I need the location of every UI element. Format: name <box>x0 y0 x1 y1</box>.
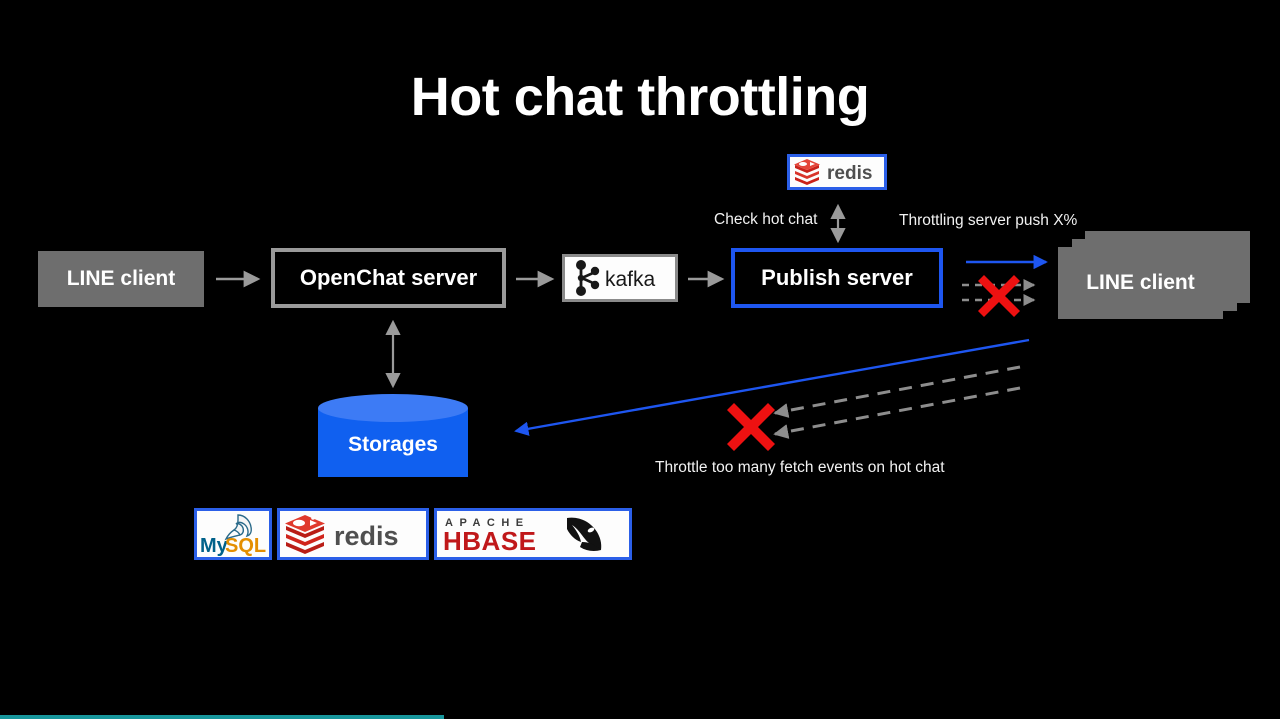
cylinder-top-ellipse <box>318 394 468 422</box>
orca-icon <box>567 517 602 551</box>
dolphin-icon <box>224 514 252 541</box>
presentation-progress-fill <box>0 715 444 719</box>
connector-fetch-dashed-1 <box>773 365 1021 418</box>
redis-icon: redis <box>285 515 399 554</box>
node-storages[interactable]: Storages <box>318 394 468 477</box>
redis-logo-bottom: redis <box>277 508 429 560</box>
svg-text:redis: redis <box>827 163 872 184</box>
connector-fetch-dashed-2 <box>773 386 1021 439</box>
page-title: Hot chat throttling <box>410 67 870 127</box>
hbase-icon: APACHE HBASE <box>443 517 602 556</box>
hbase-text-main: HBASE <box>443 526 537 556</box>
caption-throttle-fetch-events: Throttle too many fetch events on hot ch… <box>655 459 945 476</box>
redis-icon: redis <box>794 159 872 185</box>
kafka-icon: kafka <box>576 260 656 296</box>
connector-fetch-blue-diagonal <box>514 338 1030 436</box>
block-push-x-icon <box>978 275 1020 317</box>
hbase-text-apache: APACHE <box>445 517 530 529</box>
stack-sheet-front <box>1058 247 1223 319</box>
node-line-client-right[interactable]: LINE client <box>1058 231 1258 323</box>
mysql-logo: My SQL <box>194 508 272 560</box>
block-fetch-x-icon <box>727 403 775 451</box>
node-label: Storages <box>348 433 438 456</box>
kafka-logo: kafka <box>562 254 678 302</box>
redis-logo-top: redis <box>787 154 887 190</box>
caption-check-hot-chat: Check hot chat <box>714 211 818 228</box>
node-label: OpenChat server <box>299 265 478 290</box>
node-label: Publish server <box>761 265 913 290</box>
node-label: LINE client <box>1086 271 1195 294</box>
svg-text:kafka: kafka <box>605 268 656 291</box>
node-line-client-left[interactable]: LINE client <box>38 251 204 307</box>
mysql-icon: My SQL <box>200 514 266 557</box>
mysql-text-my: My <box>200 535 229 557</box>
mysql-text-sql: SQL <box>225 535 266 557</box>
svg-text:redis: redis <box>334 521 399 551</box>
presentation-progress-track[interactable] <box>0 715 1280 719</box>
caption-throttling-server-push: Throttling server push X% <box>899 212 1078 229</box>
apache-hbase-logo: APACHE HBASE <box>434 508 632 560</box>
node-publish-server[interactable]: Publish server <box>731 248 943 308</box>
node-label: LINE client <box>66 267 176 290</box>
node-openchat-server[interactable]: OpenChat server <box>271 248 506 308</box>
